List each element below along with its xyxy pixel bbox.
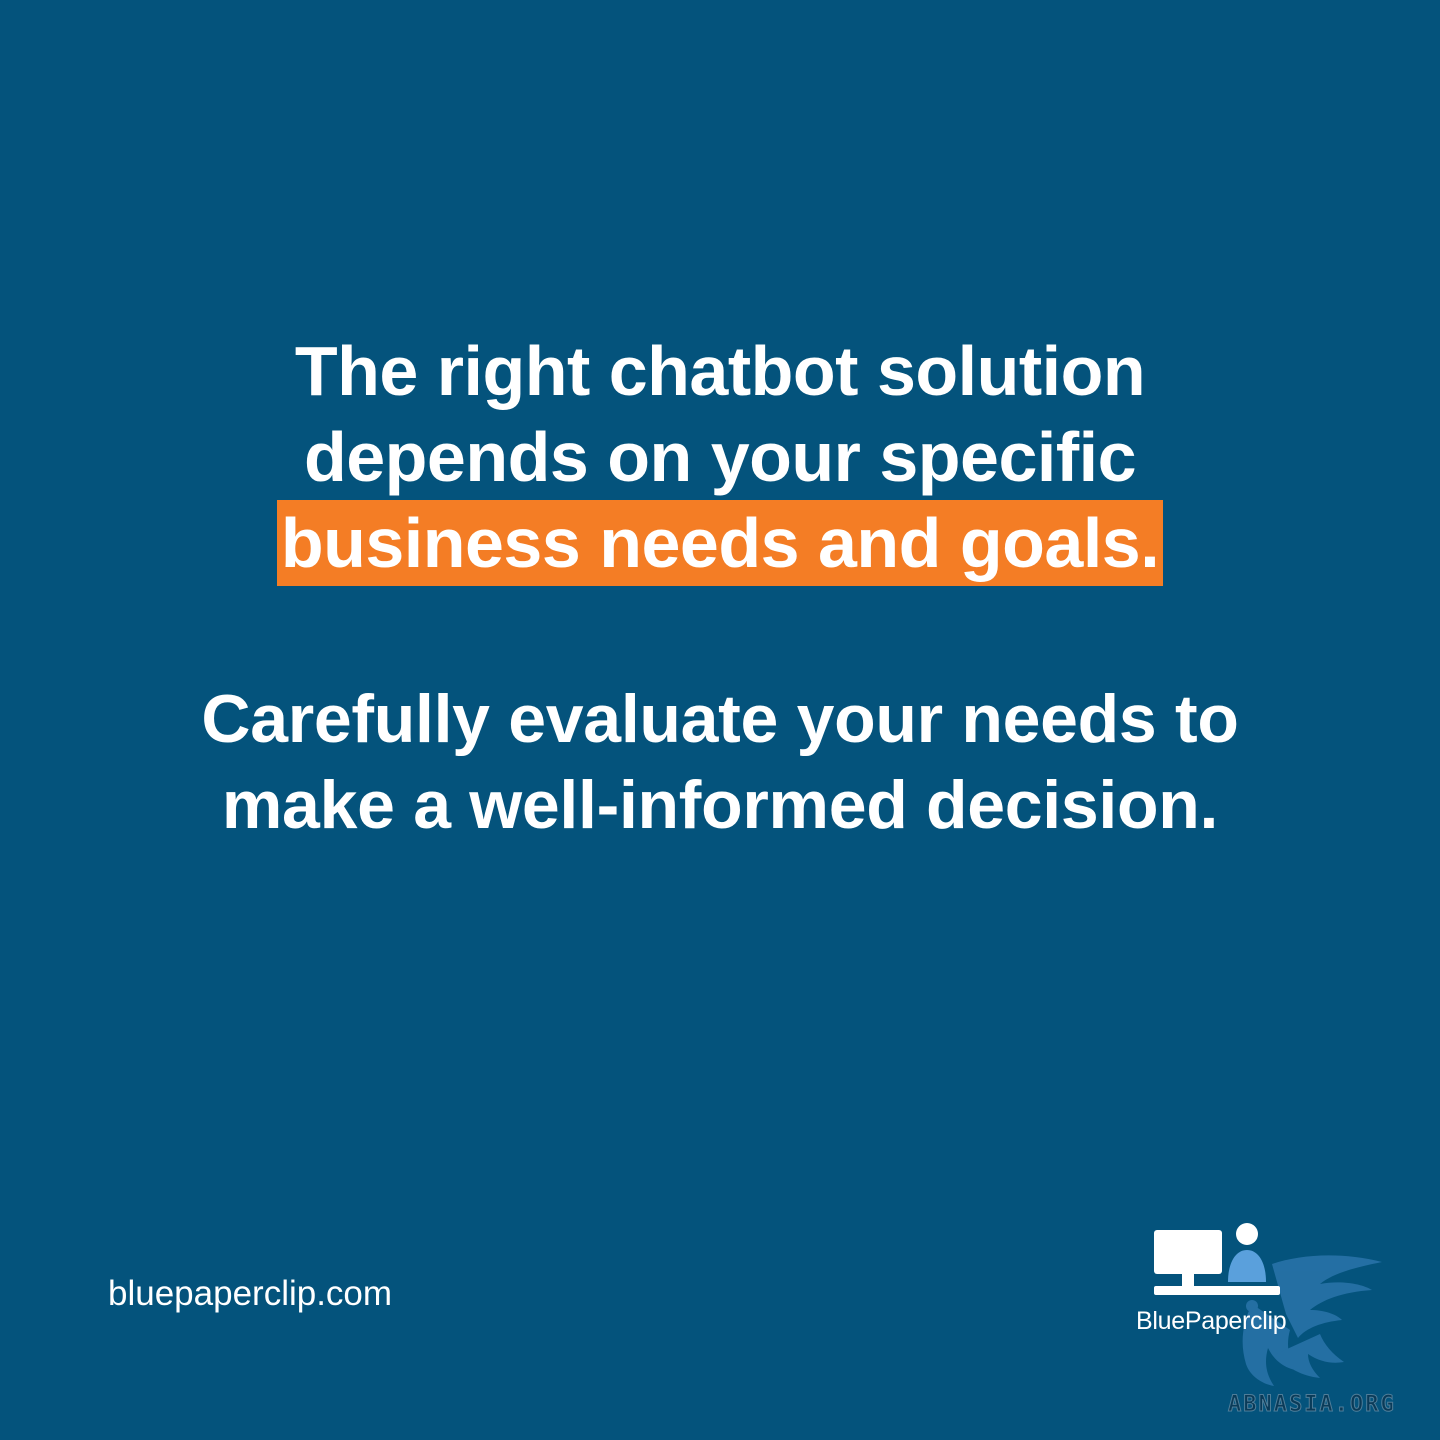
headline: The right chatbot solution depends on yo… xyxy=(0,328,1440,586)
monitor-person-icon xyxy=(1154,1223,1280,1295)
headline-line-2: depends on your specific xyxy=(303,418,1137,496)
subheadline-line-2: make a well-informed decision. xyxy=(221,767,1219,843)
subheadline-line-1: Carefully evaluate your needs to xyxy=(201,681,1239,757)
griffin-icon xyxy=(1242,1255,1382,1386)
headline-line-1: The right chatbot solution xyxy=(294,332,1146,410)
website-url: bluepaperclip.com xyxy=(108,1274,393,1313)
brand-name: BluePaperclip xyxy=(1136,1307,1287,1335)
headline-highlight-row: business needs and goals. xyxy=(0,500,1440,586)
subheadline: Carefully evaluate your needs to make a … xyxy=(0,676,1440,848)
headline-highlight: business needs and goals. xyxy=(276,500,1164,586)
watermark-text: ABNASIA.ORG xyxy=(1228,1392,1396,1418)
brand-logo: BluePaperclip xyxy=(1130,1218,1320,1348)
